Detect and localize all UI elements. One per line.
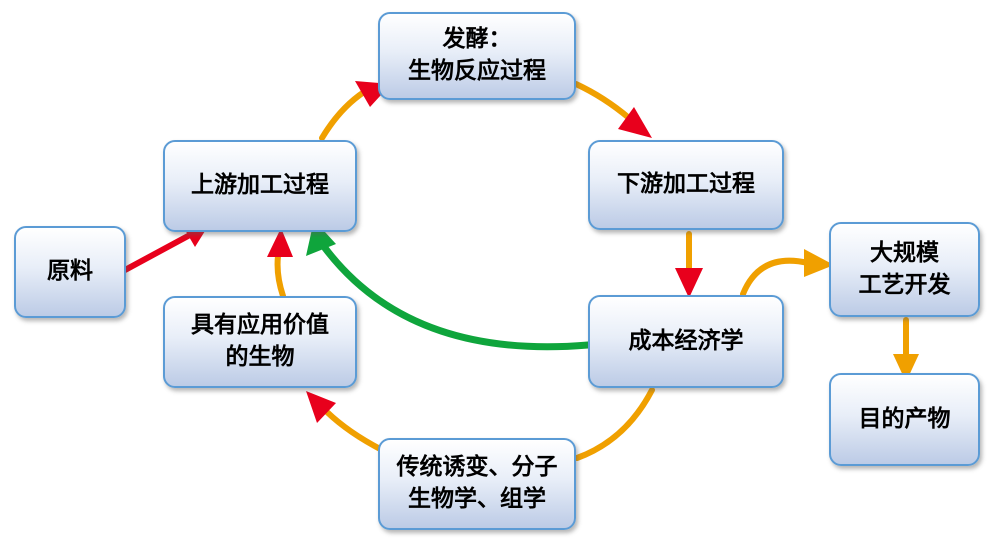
node-scale-up-process-label-line1: 大规模 [870, 239, 939, 266]
node-downstream-processing: 下游加工过程 [588, 140, 784, 230]
node-mutation-genomics-label-line2: 生物学、组学 [408, 486, 546, 512]
node-downstream-processing-label: 下游加工过程 [617, 171, 755, 198]
node-cost-economics-label: 成本经济学 [628, 327, 744, 354]
arrow-economics-to-scaleup [740, 257, 811, 297]
arrow-economics-to-upstream-feedback [321, 244, 592, 351]
node-fermentation-label-line2: 生物反应过程 [408, 58, 546, 84]
node-fermentation-label-line1: 发酵： [442, 26, 512, 53]
node-fermentation: 发酵： 生物反应过程 [378, 12, 576, 100]
arrowhead-economics [675, 268, 703, 298]
node-mutation-genomics: 传统诱变、分子 生物学、组学 [378, 438, 576, 530]
node-mutation-genomics-label-line1: 传统诱变、分子 [396, 454, 558, 481]
arrowhead-downstream [618, 107, 652, 138]
node-valuable-organism-label-line2: 的生物 [225, 344, 295, 370]
arrow-upstream-to-fermentation [319, 89, 367, 141]
arrow-economics-to-mutation [574, 387, 655, 461]
node-target-product: 目的产物 [829, 373, 980, 466]
node-scale-up-process: 大规模 工艺开发 [829, 222, 980, 317]
arrowhead-upstream-bottom [267, 228, 293, 257]
node-valuable-organism: 具有应用价值 的生物 [163, 296, 357, 388]
arrowhead-organism [306, 391, 336, 423]
node-cost-economics: 成本经济学 [588, 295, 784, 388]
node-valuable-organism-label-line1: 具有应用价值 [191, 312, 329, 339]
arrow-organism-to-upstream [274, 253, 286, 299]
node-raw-material-label: 原料 [47, 258, 93, 285]
node-target-product-label: 目的产物 [858, 405, 951, 432]
node-raw-material: 原料 [14, 226, 126, 318]
node-upstream-processing: 上游加工过程 [163, 140, 357, 232]
arrow-raw-to-upstream [122, 233, 191, 273]
arrow-mutation-to-organism [324, 409, 389, 455]
node-upstream-processing-label: 上游加工过程 [191, 172, 329, 199]
arrow-fermentation-to-downstream [573, 81, 632, 121]
node-scale-up-process-label-line2: 工艺开发 [858, 271, 951, 298]
